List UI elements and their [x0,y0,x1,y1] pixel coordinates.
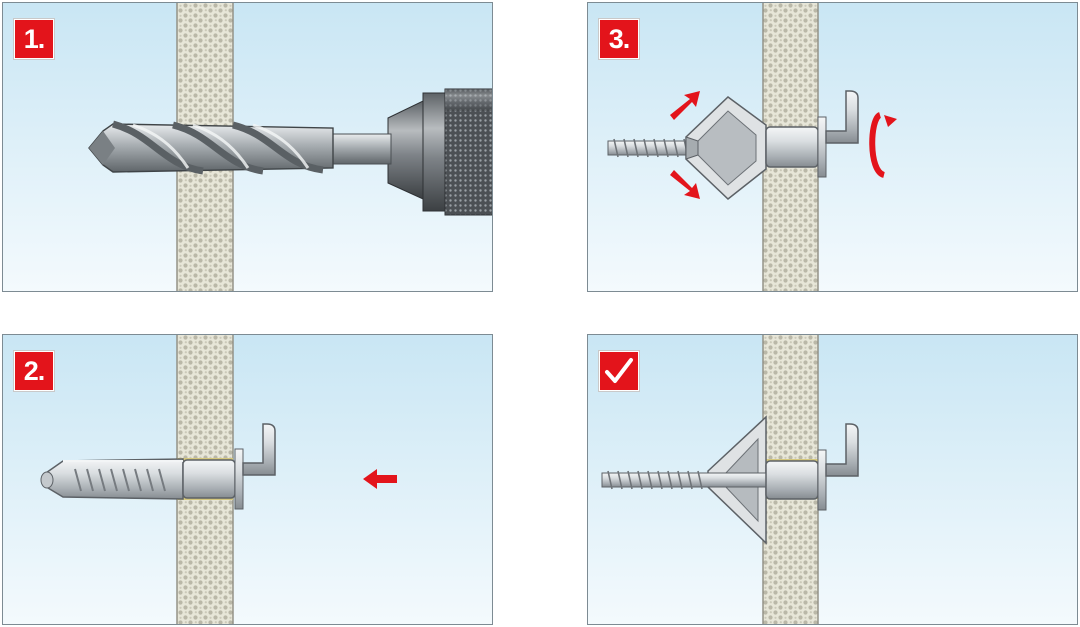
step-number-badge: 3. [599,19,639,59]
push-arrow-icon [363,469,397,489]
tightening-illustration [588,3,1077,291]
drilling-illustration [3,3,492,291]
screw-thread [601,470,769,490]
anchor-sleeve [765,126,819,168]
rotation-arrow-icon [869,112,897,178]
hook [825,423,859,477]
anchor-body [40,458,184,500]
inserting-illustration [3,335,492,624]
anchor-collar [234,448,244,510]
anchor-sleeve [182,459,236,499]
hook [825,90,859,144]
anchor-set-illustration [588,335,1077,624]
anchor-collar [817,449,827,511]
hook [242,423,276,476]
expansion-arrows [670,91,700,199]
step-4-panel [587,334,1078,625]
anchor-sleeve [765,460,819,500]
anchor-collar [817,116,827,178]
step-number-badge: 1. [14,19,54,59]
drill-bit [88,120,392,175]
step-1-panel: 1. [2,2,493,292]
step-2-panel: 2. [2,334,493,625]
checkmark-icon [605,358,633,383]
step-3-panel: 3. [587,2,1078,292]
checkmark-badge [599,351,639,391]
step-number-badge: 2. [14,351,54,391]
expanding-wings [685,96,767,200]
